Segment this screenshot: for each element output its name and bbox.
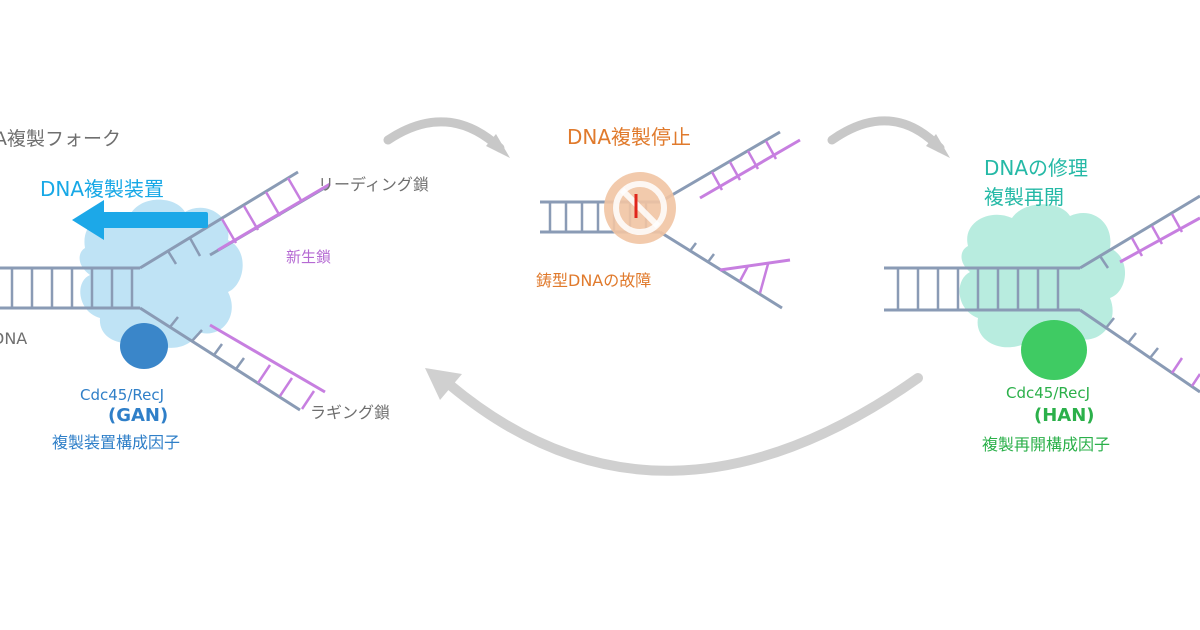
han-protein <box>1021 320 1087 380</box>
han-role-label: 複製再開構成因子 <box>982 435 1111 454</box>
left-title: A複製フォーク <box>0 128 121 150</box>
cycle-arrows <box>383 116 950 476</box>
replisome-cloud-left <box>79 199 243 348</box>
left-replication-fork <box>0 170 331 412</box>
leading-strand-label: リーディング鎖 <box>318 175 429 194</box>
direction-arrow <box>72 200 208 240</box>
repair-title: DNAの修理 <box>984 156 1089 180</box>
restart-title: 複製再開 <box>984 185 1064 209</box>
arrow-return-head <box>425 368 462 400</box>
restarting-replication-fork <box>884 194 1200 394</box>
stalled-replication-fork <box>540 130 801 310</box>
gan-protein <box>120 323 168 369</box>
replisome-cloud-right <box>959 204 1126 355</box>
gan-role-label: 複製装置構成因子 <box>52 433 181 452</box>
han-protein-name: Cdc45/RecJ <box>1006 384 1091 402</box>
arrow-to-repair-head <box>926 134 950 158</box>
arrow-to-repair <box>827 116 945 153</box>
template-damage-label: 鋳型DNAの故障 <box>536 271 652 290</box>
arrow-to-stall-head <box>486 134 510 158</box>
arrow-return <box>445 373 923 476</box>
gan-short-label: (GAN) <box>108 405 169 426</box>
arrow-to-stall <box>383 117 505 153</box>
stall-title: DNA複製停止 <box>567 125 692 149</box>
dna-label: DNA <box>0 329 28 348</box>
nascent-strand-label: 新生鎖 <box>286 248 332 266</box>
replisome-label: DNA複製装置 <box>40 177 165 201</box>
han-short-label: (HAN) <box>1034 405 1095 426</box>
lagging-strand-label: ラギング鎖 <box>310 403 391 422</box>
gan-protein-name: Cdc45/RecJ <box>80 386 165 404</box>
stall-marker <box>604 172 676 244</box>
